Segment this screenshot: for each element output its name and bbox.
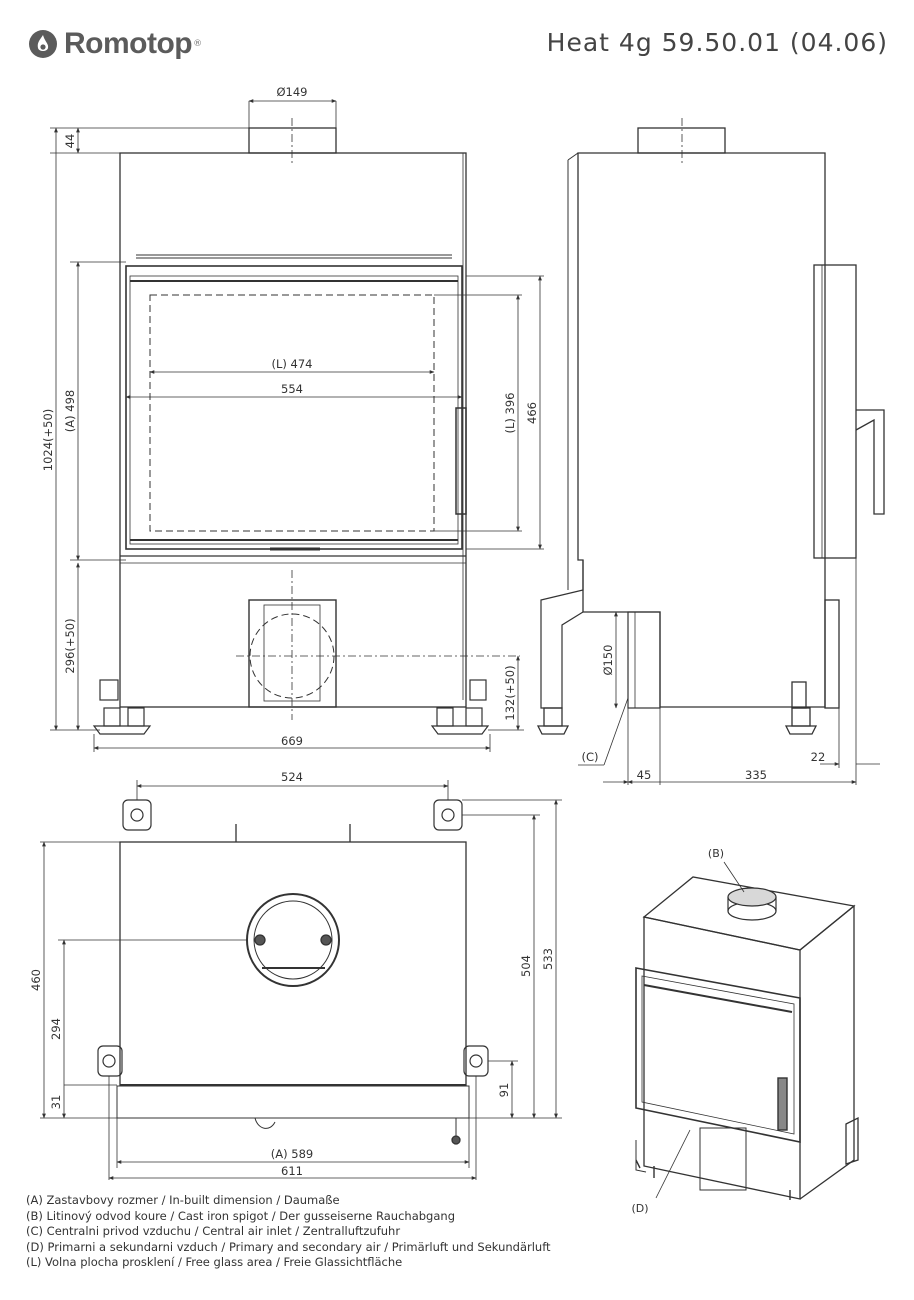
brand-logo: Romotop ® (28, 24, 202, 64)
dim-door-height: 466 (525, 402, 539, 424)
side-handle (855, 409, 885, 515)
flame-icon (29, 30, 57, 58)
front-door (125, 265, 463, 550)
iso-front (643, 916, 801, 1200)
front-dimensions (50, 99, 544, 752)
dim-air-diameter: Ø150 (601, 644, 615, 675)
dim-rear-gap: 22 (811, 750, 826, 764)
glass-area (149, 294, 435, 532)
front-feet (92, 679, 490, 735)
dim-top-depth-left: 460 (29, 969, 43, 991)
top-view (97, 799, 489, 1145)
side-door (813, 264, 857, 559)
top-dim-labels: 524 533 504 460 294 31 91 (A) 589 611 (29, 770, 555, 1178)
side-body (577, 152, 826, 708)
dim-flue-height: 44 (63, 134, 77, 149)
iso-door (635, 967, 801, 1143)
dim-top-depth-outer: 533 (541, 948, 555, 970)
legend-item-c: (C) Centralni privod vzduchu / Central a… (26, 1224, 401, 1238)
dim-top-depth-mid: 504 (519, 955, 533, 977)
dim-front-gap: 31 (49, 1095, 63, 1110)
front-view (92, 118, 520, 735)
dim-total-height: 1024(+50) (41, 409, 55, 472)
registered-mark: ® (193, 39, 203, 49)
air-inlet-box (248, 599, 337, 708)
front-flue (248, 127, 337, 154)
iso-labels (655, 861, 745, 1199)
side-flue (637, 127, 726, 154)
side-dimensions (578, 558, 880, 785)
side-view (536, 118, 885, 735)
legend-item-a: (A) Zastavbovy rozmer / In-built dimensi… (26, 1193, 340, 1207)
dim-total-width: 669 (281, 734, 303, 748)
top-front (116, 1085, 470, 1119)
legend-item-d: (D) Primarni a sekundarni vzduch / Prima… (26, 1239, 551, 1254)
model-title: Heat 4g 59.50.01 (04.06) (546, 28, 888, 57)
dim-glass-height: (L) 396 (503, 393, 517, 434)
label-d: (D) (631, 1202, 648, 1215)
side-air-inlet (627, 611, 661, 709)
front-body (119, 152, 467, 708)
dim-front-depth: 91 (497, 1083, 511, 1098)
iso-view (635, 876, 859, 1200)
dim-top-width: 524 (281, 770, 303, 784)
dim-lower-height: 296(+50) (63, 618, 77, 673)
label-b: (B) (708, 847, 724, 860)
dim-glass-width: (L) 474 (272, 357, 313, 371)
legend-item-b: (B) Litinový odvod koure / Cast iron spi… (26, 1208, 455, 1223)
dim-flue-offset: 294 (49, 1018, 63, 1040)
legend-item-l: (L) Volna plocha prosklení / Free glass … (26, 1255, 403, 1269)
dim-depth: 335 (745, 768, 767, 782)
dim-air-inlet-height: 132(+50) (503, 665, 517, 720)
dim-builtin-width: (A) 589 (271, 1147, 313, 1161)
front-dim-labels: Ø149 44 1024(+50) (A) 498 296(+50) (L) 4… (41, 85, 539, 748)
dim-offset: 45 (637, 768, 652, 782)
dim-builtin-height: (A) 498 (63, 390, 77, 432)
dim-flue-diameter: Ø149 (276, 85, 307, 99)
dim-overall-width: 611 (281, 1164, 303, 1178)
dim-door-width: 554 (281, 382, 303, 396)
top-body (119, 841, 467, 1086)
iso-side (799, 904, 855, 1200)
label-c: (C) (581, 750, 598, 764)
top-dimensions (40, 780, 562, 1180)
brand-name: Romotop (64, 27, 193, 60)
side-dim-labels: Ø150 (C) 45 335 22 (581, 644, 825, 782)
door-handle (455, 407, 467, 515)
legend: (A) Zastavbovy rozmer / In-built dimensi… (26, 1193, 551, 1271)
